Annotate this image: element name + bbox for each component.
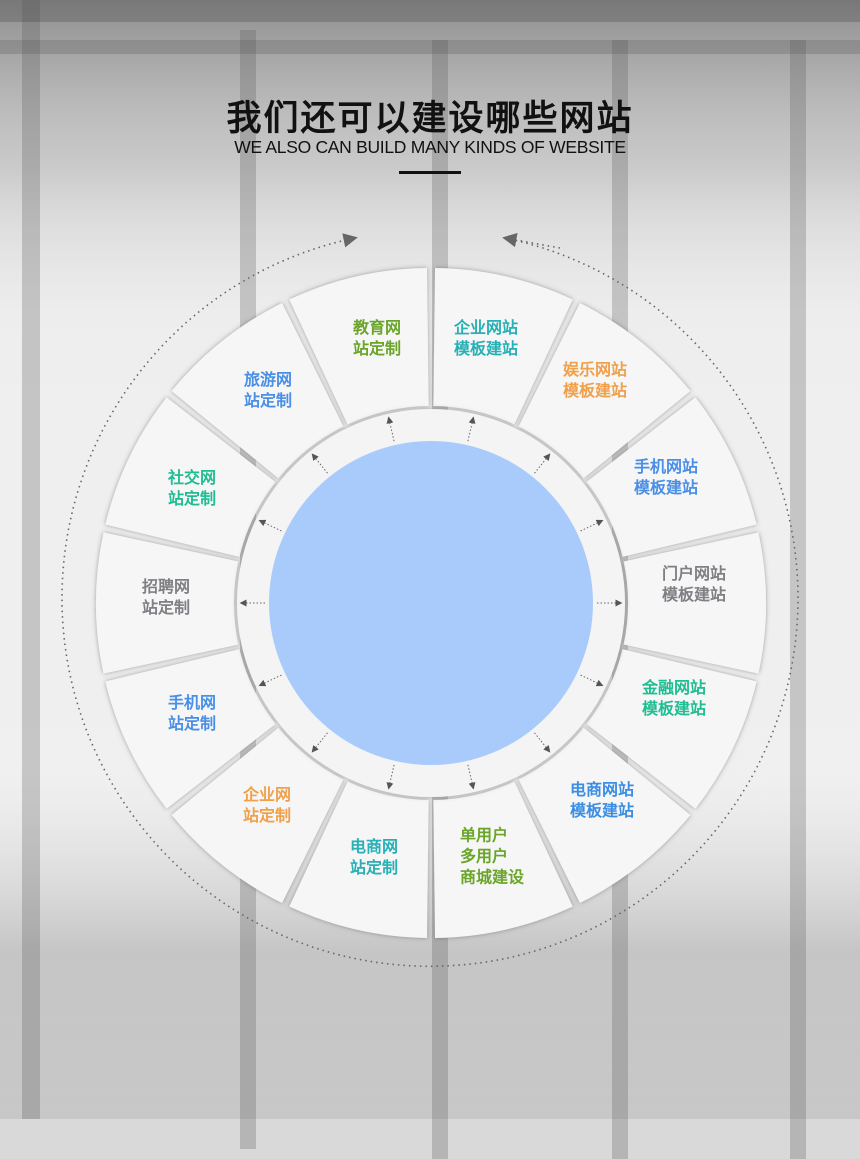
segment-label-line: 企业网站 xyxy=(453,318,519,337)
segment-label-line: 商城建设 xyxy=(459,867,525,887)
segment-label: 门户网站模板建站 xyxy=(662,563,726,605)
segment-label-line: 模板建站 xyxy=(569,801,635,820)
wheel-segment xyxy=(433,268,573,425)
segment-label: 电商网站定制 xyxy=(350,836,398,878)
segment-label: 单用户多用户商城建设 xyxy=(460,825,524,888)
segment-label-line: 教育网 xyxy=(352,318,402,337)
wheel-segment xyxy=(289,268,429,425)
segment-label-line: 单用户 xyxy=(459,825,509,845)
segment-label-line: 站定制 xyxy=(349,858,399,877)
segment-label-line: 站定制 xyxy=(141,598,191,617)
segment-label-line: 企业网 xyxy=(242,785,292,804)
title-chinese: 我们还可以建设哪些网站 xyxy=(226,99,634,139)
wheel-segment xyxy=(586,649,757,809)
segment-label: 企业网站定制 xyxy=(243,784,291,826)
segment-label: 金融网站模板建站 xyxy=(642,677,706,719)
segment-label: 手机网站模板建站 xyxy=(634,456,698,498)
segment-label-line: 模板建站 xyxy=(641,699,707,718)
radial-arrow-icon xyxy=(386,416,395,442)
segment-label: 企业网站模板建站 xyxy=(454,317,518,359)
radial-arrow-icon xyxy=(467,416,476,442)
wheel-segment xyxy=(518,727,691,904)
section-header: 我们还可以建设哪些网站 WE ALSO CAN BUILD MANY KINDS… xyxy=(0,100,860,174)
wheel-segment xyxy=(433,781,573,938)
radial-arrow-icon xyxy=(580,674,604,687)
window-beam xyxy=(790,40,806,1159)
segment-label-line: 站定制 xyxy=(242,806,292,825)
segment-label-line: 模板建站 xyxy=(633,478,699,497)
segment-label-line: 模板建站 xyxy=(453,339,519,358)
radial-arrow-icon xyxy=(311,453,328,474)
radial-arrow-icon xyxy=(258,519,282,532)
segment-label-line: 旅游网 xyxy=(243,370,293,389)
wheel-segments xyxy=(95,268,766,938)
segment-label-line: 招聘网 xyxy=(141,577,191,596)
segment-label: 娱乐网站模板建站 xyxy=(563,359,627,401)
website-types-wheel xyxy=(61,232,799,968)
radial-arrows xyxy=(239,416,623,790)
segment-label: 旅游网站定制 xyxy=(244,369,292,411)
wheel-segment xyxy=(586,397,757,557)
segment-label-line: 手机网站 xyxy=(633,457,699,476)
segment-label: 电商网站模板建站 xyxy=(570,779,634,821)
radial-arrow-icon xyxy=(386,764,395,790)
segment-label-line: 电商网 xyxy=(349,837,399,856)
segment-label-line: 站定制 xyxy=(167,489,217,508)
segment-label: 手机网站定制 xyxy=(168,692,216,734)
radial-arrow-icon xyxy=(258,674,282,687)
segment-label-line: 模板建站 xyxy=(661,585,727,604)
segment-label-line: 多用户 xyxy=(459,846,509,866)
radial-arrow-icon xyxy=(534,453,551,474)
radial-arrow-icon xyxy=(467,764,476,790)
center-circle xyxy=(269,441,593,765)
title-underline xyxy=(399,171,461,174)
segment-label-line: 站定制 xyxy=(167,714,217,733)
segment-label-line: 站定制 xyxy=(243,391,293,410)
segment-label: 社交网站定制 xyxy=(168,467,216,509)
segment-label-line: 门户网站 xyxy=(661,564,727,583)
wheel-segment xyxy=(623,532,766,674)
segment-label: 招聘网站定制 xyxy=(142,576,190,618)
title-english: WE ALSO CAN BUILD MANY KINDS OF WEBSITE xyxy=(234,137,626,157)
radial-arrow-icon xyxy=(580,519,604,532)
segment-label-line: 娱乐网站 xyxy=(562,360,628,379)
wheel-segment xyxy=(105,649,276,809)
segment-label-line: 金融网站 xyxy=(641,678,707,697)
window-beam xyxy=(0,40,860,54)
segment-label-line: 模板建站 xyxy=(562,381,628,400)
wheel-segment xyxy=(171,302,344,479)
radial-arrow-icon xyxy=(534,732,551,753)
wheel-segment xyxy=(171,727,344,904)
segment-label-line: 手机网 xyxy=(167,693,217,712)
radial-arrow-icon xyxy=(311,732,328,753)
window-beam xyxy=(22,0,40,1119)
segment-label-line: 社交网 xyxy=(167,468,217,487)
wheel-segment xyxy=(95,532,239,674)
wheel-segment xyxy=(289,781,429,938)
outer-dotted-arrow-right xyxy=(502,232,561,249)
segment-label: 教育网站定制 xyxy=(353,317,401,359)
segment-label-line: 电商网站 xyxy=(569,780,635,799)
wheel-segment xyxy=(105,397,276,557)
window-beam xyxy=(0,0,860,22)
wheel-segment xyxy=(518,302,691,479)
segment-label-line: 站定制 xyxy=(352,339,402,358)
